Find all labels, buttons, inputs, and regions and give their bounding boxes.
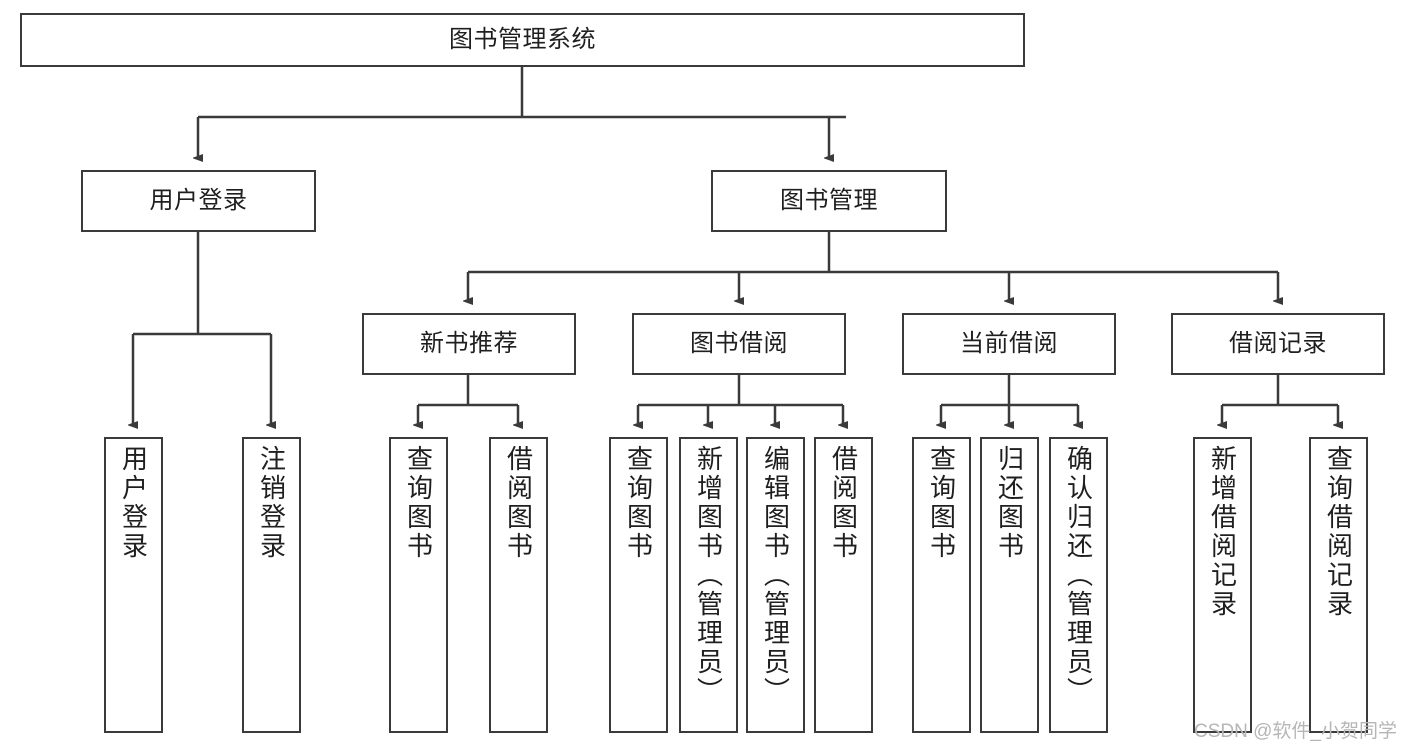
node-user-login-label: 用户登录 [149,187,248,214]
node-current-borrow[interactable]: 当前借阅 [902,313,1116,375]
node-book-management-label: 图书管理 [780,187,878,214]
csdn-watermark: CSDN @软件_小贺同学 [1194,721,1397,742]
leaf-borrow-records-query-record[interactable]: 查询借阅记录 [1309,437,1368,733]
leaf-label: 新增借阅记录 [1207,445,1238,619]
node-root-book-management-system[interactable]: 图书管理系统 [20,13,1025,67]
leaf-current-borrow-query-books[interactable]: 查询图书 [912,437,971,733]
leaf-book-borrow-query-books[interactable]: 查询图书 [609,437,668,733]
leaf-current-borrow-confirm-return-admin[interactable]: 确认归还（管理员） [1049,437,1108,733]
leaf-label: 查询图书 [403,445,434,561]
leaf-current-borrow-return-books[interactable]: 归还图书 [980,437,1039,733]
leaf-label: 确认归还（管理员） [1063,445,1094,706]
node-borrow-records-label: 借阅记录 [1229,330,1327,357]
leaf-label: 查询借阅记录 [1323,445,1354,619]
leaf-label: 用户登录 [118,445,149,561]
node-book-borrow-label: 图书借阅 [690,330,788,357]
node-user-login[interactable]: 用户登录 [81,170,316,232]
leaf-label: 注销登录 [256,445,287,561]
leaf-new-book-borrow-books[interactable]: 借阅图书 [489,437,548,733]
leaf-user-login-logout[interactable]: 注销登录 [242,437,301,733]
node-borrow-records[interactable]: 借阅记录 [1171,313,1385,375]
leaf-label: 新增图书（管理员） [693,445,724,706]
node-book-borrow[interactable]: 图书借阅 [632,313,846,375]
leaf-label: 查询图书 [623,445,654,561]
node-new-book-recommend[interactable]: 新书推荐 [362,313,576,375]
leaf-new-book-query-books[interactable]: 查询图书 [389,437,448,733]
node-book-management[interactable]: 图书管理 [711,170,947,232]
leaf-label: 归还图书 [994,445,1025,561]
leaf-label: 借阅图书 [828,445,859,561]
leaf-label: 查询图书 [926,445,957,561]
node-new-book-recommend-label: 新书推荐 [420,330,518,357]
leaf-book-borrow-edit-book-admin[interactable]: 编辑图书（管理员） [746,437,805,733]
leaf-label: 编辑图书（管理员） [760,445,791,706]
leaf-book-borrow-borrow-books[interactable]: 借阅图书 [814,437,873,733]
leaf-label: 借阅图书 [503,445,534,561]
node-current-borrow-label: 当前借阅 [960,330,1058,357]
leaf-book-borrow-add-book-admin[interactable]: 新增图书（管理员） [679,437,738,733]
leaf-borrow-records-add-record[interactable]: 新增借阅记录 [1193,437,1252,733]
node-root-label: 图书管理系统 [449,26,596,53]
leaf-user-login-login[interactable]: 用户登录 [104,437,163,733]
